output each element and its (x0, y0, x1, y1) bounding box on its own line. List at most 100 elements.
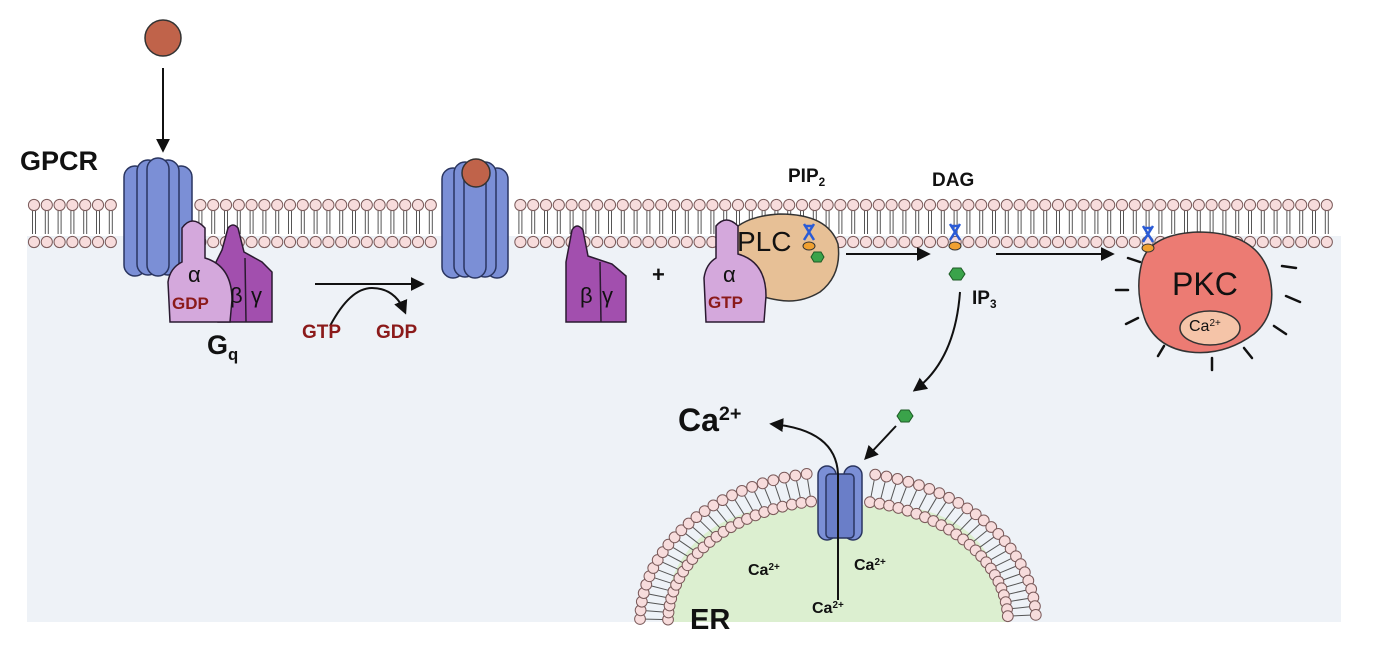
lipid-head (912, 199, 923, 210)
lipid-head (80, 199, 91, 210)
lipid-head (348, 236, 359, 247)
lipid-head (1052, 199, 1063, 210)
lipid-head (694, 199, 705, 210)
er-lipid-head (892, 474, 903, 485)
lipid-head (592, 199, 603, 210)
lipid-head (310, 236, 321, 247)
lipid-head (617, 199, 628, 210)
lipid-head (28, 199, 39, 210)
lipid-head (361, 236, 372, 247)
er-lipid-head (757, 478, 768, 489)
lipid-head (323, 236, 334, 247)
er-lipid-head (934, 488, 945, 499)
lipid-head (54, 236, 65, 247)
lipid-head (1232, 199, 1243, 210)
cytosolic-calcium-label: Ca2+ (678, 402, 742, 439)
lipid-head (1257, 236, 1268, 247)
lipid-head (950, 199, 961, 210)
lipid-head (656, 236, 667, 247)
lipid-head (515, 199, 526, 210)
lipid-head (1219, 199, 1230, 210)
lipid-head (1308, 236, 1319, 247)
lipid-head (886, 236, 897, 247)
bound-ligand-icon (462, 159, 490, 187)
lipid-head (1052, 236, 1063, 247)
lipid-head (1104, 199, 1115, 210)
lipid-head (643, 236, 654, 247)
lipid-head (630, 199, 641, 210)
er-lipid-head (870, 469, 881, 480)
lipid-head (732, 199, 743, 210)
lipid-head (336, 199, 347, 210)
plc-label: PLC (737, 226, 791, 258)
lipid-head (873, 236, 884, 247)
lipid-head (528, 199, 539, 210)
lipid-head (374, 199, 385, 210)
pip2-label: PIP2 (788, 166, 825, 188)
lipid-head (848, 236, 859, 247)
lipid-head (1116, 199, 1127, 210)
lipid-head (976, 199, 987, 210)
er-lipid-head (924, 483, 935, 494)
free-beta-label: β (580, 283, 593, 309)
er-lipid-head (1002, 611, 1013, 622)
lipid-head (1040, 199, 1051, 210)
ca-channel-icon (818, 466, 862, 540)
pkc-calcium-label: Ca2+ (1189, 318, 1221, 336)
lipid-head (310, 199, 321, 210)
lipid-head (720, 199, 731, 210)
lipid-head (848, 199, 859, 210)
er-lipid-head (903, 476, 914, 487)
lipid-head (54, 199, 65, 210)
gpcr-label: GPCR (20, 146, 98, 177)
lipid-head (540, 236, 551, 247)
lipid-head (886, 199, 897, 210)
lipid-head (796, 199, 807, 210)
lipid-head (604, 236, 615, 247)
lipid-head (899, 236, 910, 247)
lipid-head (297, 236, 308, 247)
lipid-head (1270, 236, 1281, 247)
gtp-bound-label: GTP (708, 293, 743, 313)
gtp-input-label: GTP (302, 322, 341, 344)
lipid-head (1321, 236, 1332, 247)
lipid-head (92, 199, 103, 210)
er-lipid-head (1030, 609, 1041, 620)
lipid-head (860, 199, 871, 210)
lipid-head (1257, 199, 1268, 210)
lipid-head (592, 236, 603, 247)
lipid-head (912, 236, 923, 247)
lipid-head (617, 236, 628, 247)
lipid-head (1065, 199, 1076, 210)
lipid-head (80, 236, 91, 247)
er-lipid-head (796, 497, 807, 508)
lipid-head (963, 199, 974, 210)
lipid-head (208, 199, 219, 210)
er-label: ER (690, 604, 730, 637)
er-lipid-head (865, 497, 876, 508)
lipid-head (425, 236, 436, 247)
gdp-output-label: GDP (376, 322, 417, 344)
lipid-head (41, 236, 52, 247)
lipid-head (528, 236, 539, 247)
lipid-head (284, 236, 295, 247)
lipid-head (1244, 199, 1255, 210)
er-lipid-head (881, 471, 892, 482)
ligand-ball-icon (145, 20, 181, 56)
lipid-head (758, 199, 769, 210)
lipid-head (387, 199, 398, 210)
er-lipid-head (779, 472, 790, 483)
lipid-head (259, 236, 270, 247)
lipid-head (1040, 236, 1051, 247)
lipid-head (1027, 236, 1038, 247)
lipid-head (924, 199, 935, 210)
alpha-label: α (188, 262, 201, 288)
er-lipid-head (801, 468, 812, 479)
lipid-head (246, 199, 257, 210)
lipid-head (1180, 199, 1191, 210)
lipid-head (297, 199, 308, 210)
er-lipid-head (786, 499, 797, 510)
lipid-head (1014, 199, 1025, 210)
lipid-head (323, 199, 334, 210)
lipid-head (1091, 199, 1102, 210)
